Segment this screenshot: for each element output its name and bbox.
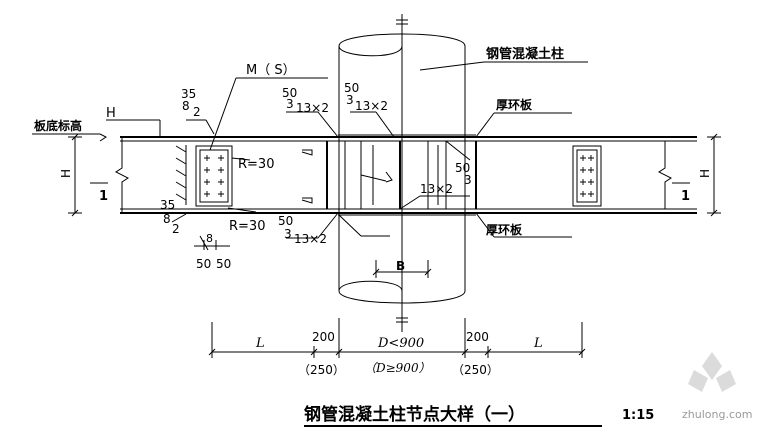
slab-level-label: 板底标高 [34,118,82,133]
weld-top2-50: 50 [344,81,359,95]
dim-200-left: 200 [312,330,335,344]
weld-35-top: 35 [181,87,196,101]
watermark-text: zhulong.com [682,408,752,421]
R30-label-b: R=30 [229,219,265,234]
weld-35-bottom: 35 [160,198,175,212]
watermark-logo [688,352,736,392]
weld-symbols: 35 8 2 35 8 2 8 50 50 50 3 13×2 50 3 13×… [160,81,472,271]
dim-D-lt-900: D<900 [377,336,424,351]
weld-bottom1-3: 3 [284,227,292,241]
labels: 钢管混凝土柱 厚环板 厚环板 板底标高 H M（ S） R=30 R=30 B … [34,46,712,273]
leader-lines [32,61,588,251]
section-1-right: 1 [681,189,690,204]
bolt-mark [580,179,586,185]
weld-2-bottom: 2 [172,222,180,236]
bolt-mark [218,179,224,185]
column-label: 钢管混凝土柱 [486,46,564,62]
dim-250-right: （250） [452,363,499,377]
bolt-mark [580,155,586,161]
weld-bottom1-50: 50 [278,214,293,228]
weld-bottom1-13x2: 13×2 [294,232,327,246]
weld-top2-3: 3 [346,93,354,107]
bolt-mark [204,155,210,161]
weld-right-50: 50 [455,161,470,175]
bolt-mark [588,167,594,173]
weld-8-bottom: 8 [163,212,171,226]
dimension-chain [208,318,586,358]
bolt-mark [218,155,224,161]
section-1-left: 1 [99,189,108,204]
beam-h-label: H [106,106,116,121]
H-left-label: H [59,169,73,178]
B-dimension [372,260,432,278]
spacing-50-a: 50 [196,257,211,271]
spacing-50-b: 50 [216,257,231,271]
bolt-spacing-dimension [194,240,230,250]
left-bolt-group [204,155,224,197]
weld-2-top: 2 [193,105,201,119]
bolt-mark [580,167,586,173]
dim-L-left: L [255,336,265,351]
bolt-mark [588,155,594,161]
weld-8-top: 8 [182,99,190,113]
weld-right-3: 3 [464,173,472,187]
ring-plate-top-label: 厚环板 [496,97,533,112]
bolt-mark [588,191,594,197]
dim-D-ge-900: （D≥900） [364,361,431,375]
bolt-mark [218,191,224,197]
drawing-title: 钢管混凝土柱节点大样（一） [304,404,525,425]
dim-L-right: L [533,336,543,351]
left-shear-plate [195,145,233,207]
right-bolt-group [580,155,594,197]
dim-200-right: 200 [466,330,489,344]
fillet-weld-ticks [175,145,187,205]
B-label: B [396,259,405,273]
height-dimensions [68,133,721,217]
bolt-mark [204,167,210,173]
R30-label-a: R=30 [238,157,274,172]
H-right-label: H [698,169,712,178]
steel-tube-column [338,14,466,332]
weld-top1-13x2: 13×2 [296,101,329,115]
right-shear-plate [572,145,602,207]
ring-plate-zone [326,134,477,237]
weld-top1-3: 3 [286,97,294,111]
bolt-mark [204,179,210,185]
steel-beam [115,136,697,214]
M-S-label: M（ S） [246,63,296,78]
bolt-mark [580,191,586,197]
bolt-mark [218,167,224,173]
dimension-texts: L 200 （250） D<900 （D≥900） 200 （250） L [255,330,543,377]
weld-top1-50: 50 [282,86,297,100]
weld-8-small: 8 [206,232,213,245]
bolt-mark [588,179,594,185]
bolt-mark [204,191,210,197]
ring-plate-bottom-label: 厚环板 [486,222,523,237]
weld-top2-13x2: 13×2 [355,99,388,113]
drawing-scale: 1:15 [622,408,654,423]
dim-250-left: （250） [298,363,345,377]
weld-middle-13x2: 13×2 [420,182,453,196]
